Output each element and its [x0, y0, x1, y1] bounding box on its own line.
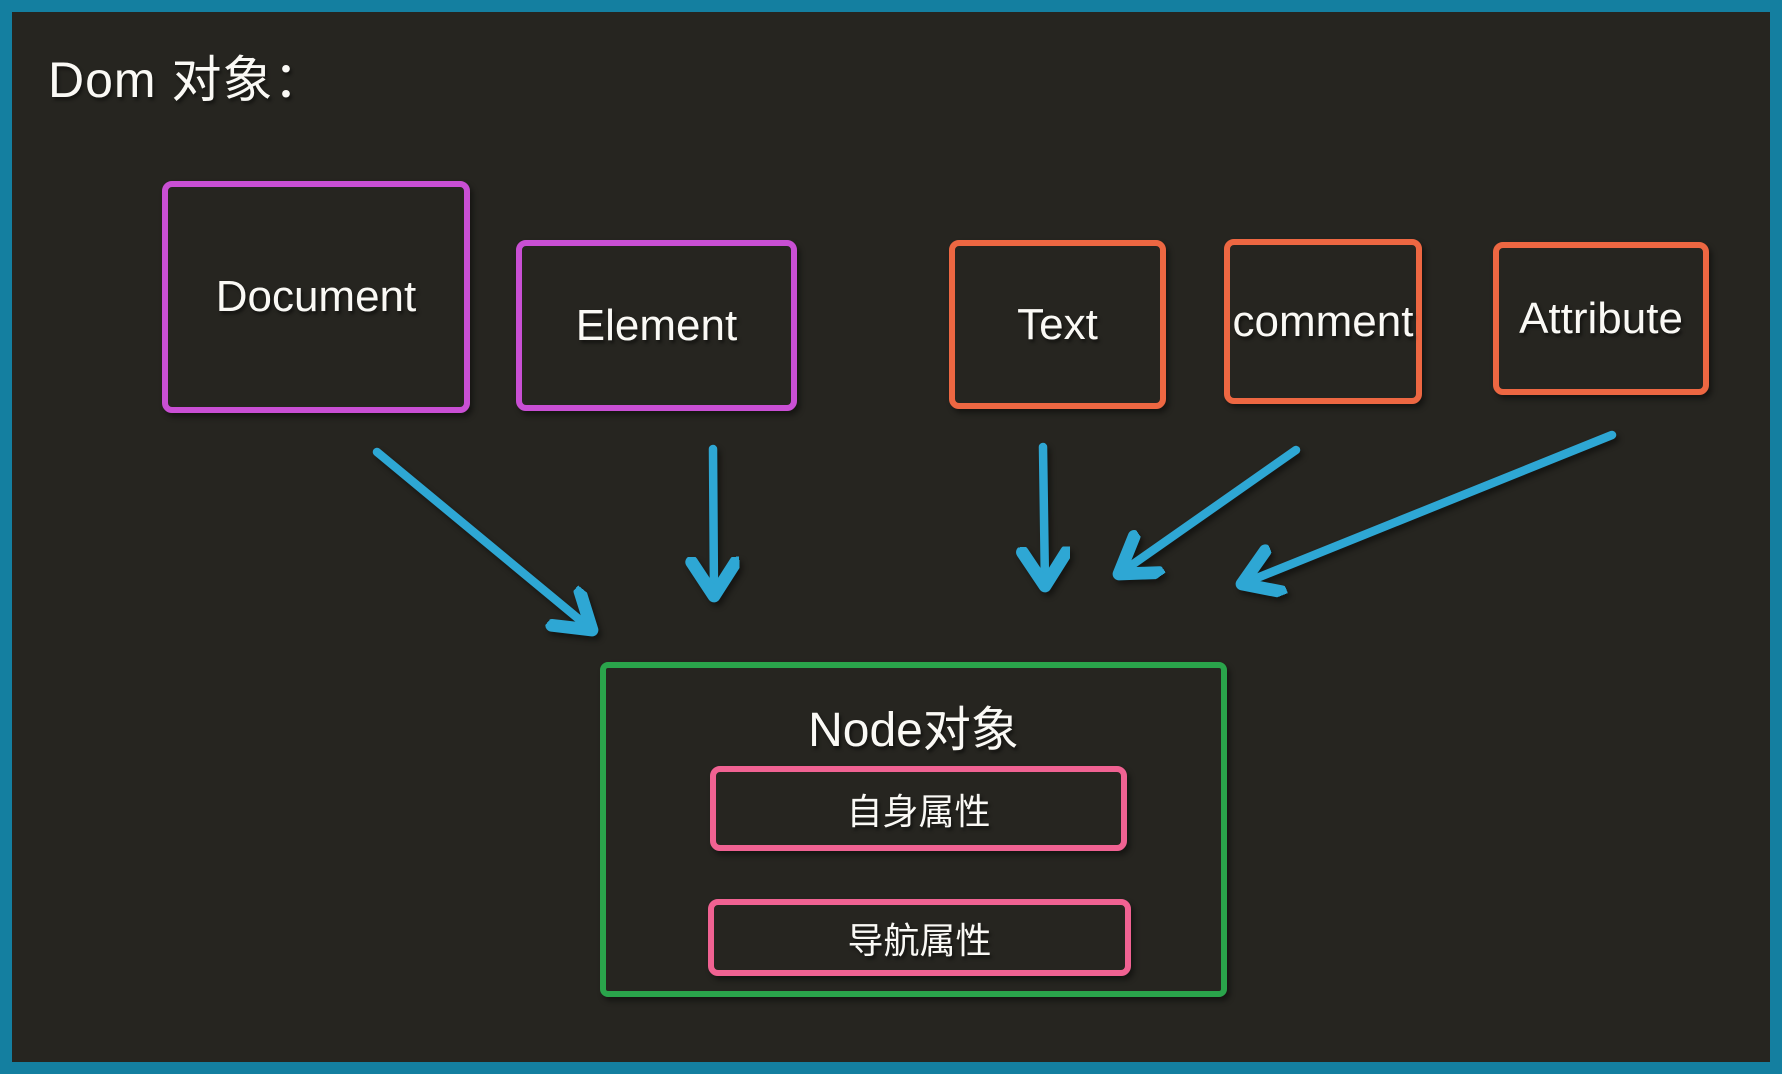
text-node: Text: [949, 240, 1166, 409]
arrow-element-to-node: [713, 444, 714, 596]
self-attributes-label: 自身属性: [846, 790, 991, 832]
attribute-node: Attribute: [1493, 242, 1709, 395]
comment-node: comment: [1224, 239, 1422, 404]
navigation-attributes-label: 导航属性: [847, 919, 992, 961]
document-node: Document: [162, 181, 470, 413]
node-object-title: Node对象: [808, 704, 1019, 757]
node-object-group: Node对象 自身属性 导航属性: [600, 662, 1227, 997]
navigation-attributes-node: 导航属性: [708, 899, 1131, 976]
text-node-label: Text: [1017, 299, 1098, 349]
arrow-document-to-node: [372, 447, 592, 630]
document-node-label: Document: [215, 272, 417, 321]
arrow-text-to-node: [1043, 442, 1045, 586]
attribute-node-label: Attribute: [1519, 293, 1683, 343]
page-title: Dom 对象：: [48, 52, 325, 108]
element-node-label: Element: [575, 300, 738, 350]
self-attributes-node: 自身属性: [710, 766, 1127, 851]
arrow-comment-to-node: [1119, 445, 1301, 574]
element-node: Element: [516, 240, 797, 411]
arrow-attribute-to-node: [1242, 430, 1617, 584]
comment-node-label: comment: [1232, 296, 1414, 346]
